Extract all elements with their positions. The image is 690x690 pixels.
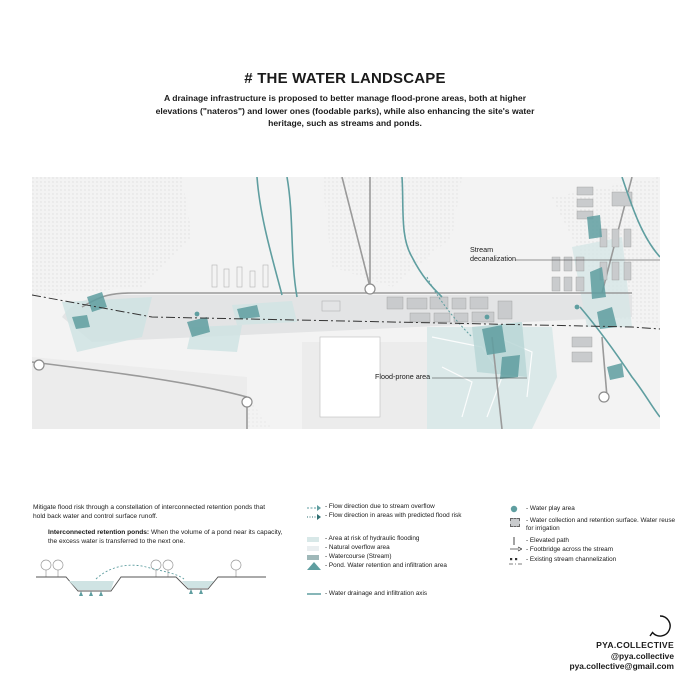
legend-right: - Water play area - Water collection and… (508, 504, 678, 584)
site-plan-map (32, 177, 660, 429)
brand-block: PYA.COLLECTIVE @pya.collective pya.colle… (569, 640, 674, 672)
page-title: # THE WATER LANDSCAPE (244, 70, 446, 87)
intro-text: Mitigate flood risk through a constellat… (33, 504, 266, 520)
legend-flow-overflow: - Flow direction due to stream overflow (325, 503, 435, 510)
legend-watercourse: - Watercourse (Stream) (325, 553, 392, 560)
flood-prone-label: Flood-prone area (375, 372, 431, 381)
legend-footbridge: - Footbridge across the stream (526, 546, 614, 553)
legend-natural-overflow: - Natural overflow area (325, 544, 390, 551)
brand-handle[interactable]: @pya.collective (610, 650, 674, 661)
flow-flood-symbol (307, 514, 321, 520)
label-line-2: decanalization (470, 253, 516, 263)
legend-pond: - Pond. Water retention and infiltration… (325, 562, 447, 569)
drainage-axis-symbol (307, 593, 321, 595)
elevated-path-symbol (513, 537, 515, 545)
legend-channelization: - Existing stream channelization (526, 556, 617, 563)
brand-logo-icon (649, 615, 671, 637)
legend-flow-flood: - Flow direction in areas with predicted… (325, 512, 462, 519)
legend-water-play: - Water play area (526, 505, 575, 512)
legend-middle: - Flow direction due to stream overflow … (305, 503, 500, 603)
flood-risk-swatch (307, 537, 319, 542)
water-play-symbol (510, 505, 518, 513)
ponds-text: When the volume of a pond near its capac… (48, 529, 283, 545)
brand-email[interactable]: pya.collective@gmail.com (569, 661, 674, 671)
label-line-1: Stream (470, 245, 494, 254)
pond-symbol (307, 562, 321, 570)
stream-label-leader (515, 259, 660, 261)
watercourse-swatch (307, 555, 319, 560)
retention-ponds-section (36, 559, 266, 596)
footbridge-symbol (510, 546, 522, 552)
channelization-symbol (510, 558, 518, 561)
brand-name: PYA.COLLECTIVE (596, 640, 674, 650)
flood-label-leader (432, 377, 527, 379)
channelization-line-symbol (509, 563, 523, 565)
flow-overflow-symbol (307, 505, 321, 511)
ponds-description: Interconnected retention ponds: When the… (48, 529, 283, 546)
legend-collection-surface: - Water collection and retention surface… (526, 517, 676, 532)
stream-decanalization-label: Stream decanalization (470, 245, 516, 263)
legend-drainage-axis: - Water drainage and infiltration axis (325, 590, 428, 597)
legend-elevated-path: - Elevated path (526, 537, 569, 544)
collection-surface-swatch (510, 518, 520, 527)
legend-flood-risk-area: - Area at risk of hydraulic flooding (325, 535, 420, 542)
ponds-heading: Interconnected retention ponds: (48, 529, 150, 536)
natural-overflow-swatch (307, 546, 319, 551)
page-subtitle: A drainage infrastructure is proposed to… (155, 93, 535, 128)
